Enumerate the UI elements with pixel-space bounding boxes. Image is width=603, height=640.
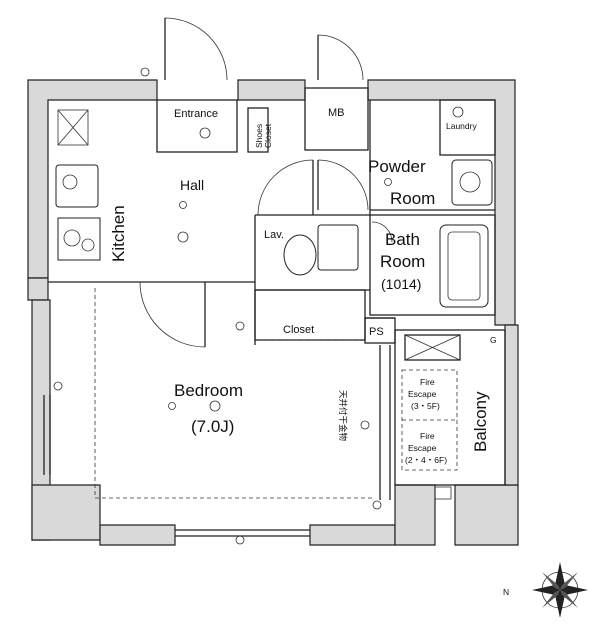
mb-label: MB — [328, 107, 345, 119]
shoes-closet-label-2: Closet — [263, 123, 273, 148]
ps-label: PS — [369, 326, 384, 338]
compass-n-label: N — [503, 587, 509, 597]
dashed-guides — [94, 288, 458, 499]
exterior-walls — [27, 79, 519, 546]
fire-escape-1-label-b: Escape — [408, 389, 437, 399]
fire-escape-2-label-a: Fire — [420, 431, 435, 441]
entrance-label: Entrance — [174, 108, 218, 120]
fire-escape-2-label-b: Escape — [408, 443, 437, 453]
room-labels: Entrance Shoes Closet MB Laundry Powder … — [109, 107, 509, 597]
hall-label: Hall — [180, 177, 204, 193]
compass-rose — [532, 562, 588, 618]
g-mark-label: G — [490, 335, 497, 345]
balcony-label: Balcony — [471, 391, 490, 452]
kitchen-label: Kitchen — [109, 205, 128, 262]
bath-room-label-1: Bath — [385, 230, 420, 249]
bath-size-label: (1014) — [381, 276, 421, 292]
bath-room-label-2: Room — [380, 252, 425, 271]
powder-room-label-2: Room — [390, 189, 435, 208]
fire-escape-2-label-c: (2・4・6F) — [405, 455, 447, 465]
doors — [139, 17, 393, 348]
bedroom-size-label: (7.0J) — [191, 417, 234, 436]
interior-walls — [43, 87, 506, 537]
bedroom-label: Bedroom — [174, 381, 243, 400]
shoes-closet-label-1: Shoes — [254, 124, 264, 148]
powder-room-label-1: Powder — [368, 157, 426, 176]
laundry-label: Laundry — [446, 121, 477, 131]
fire-escape-1-label-c: (3・5F) — [411, 401, 440, 411]
closet-label: Closet — [283, 324, 314, 336]
fixtures — [53, 67, 493, 545]
fire-escape-1-label-a: Fire — [420, 377, 435, 387]
ceiling-note-label: 天井付干金物 — [338, 390, 348, 442]
lav-label: Lav. — [264, 229, 284, 241]
